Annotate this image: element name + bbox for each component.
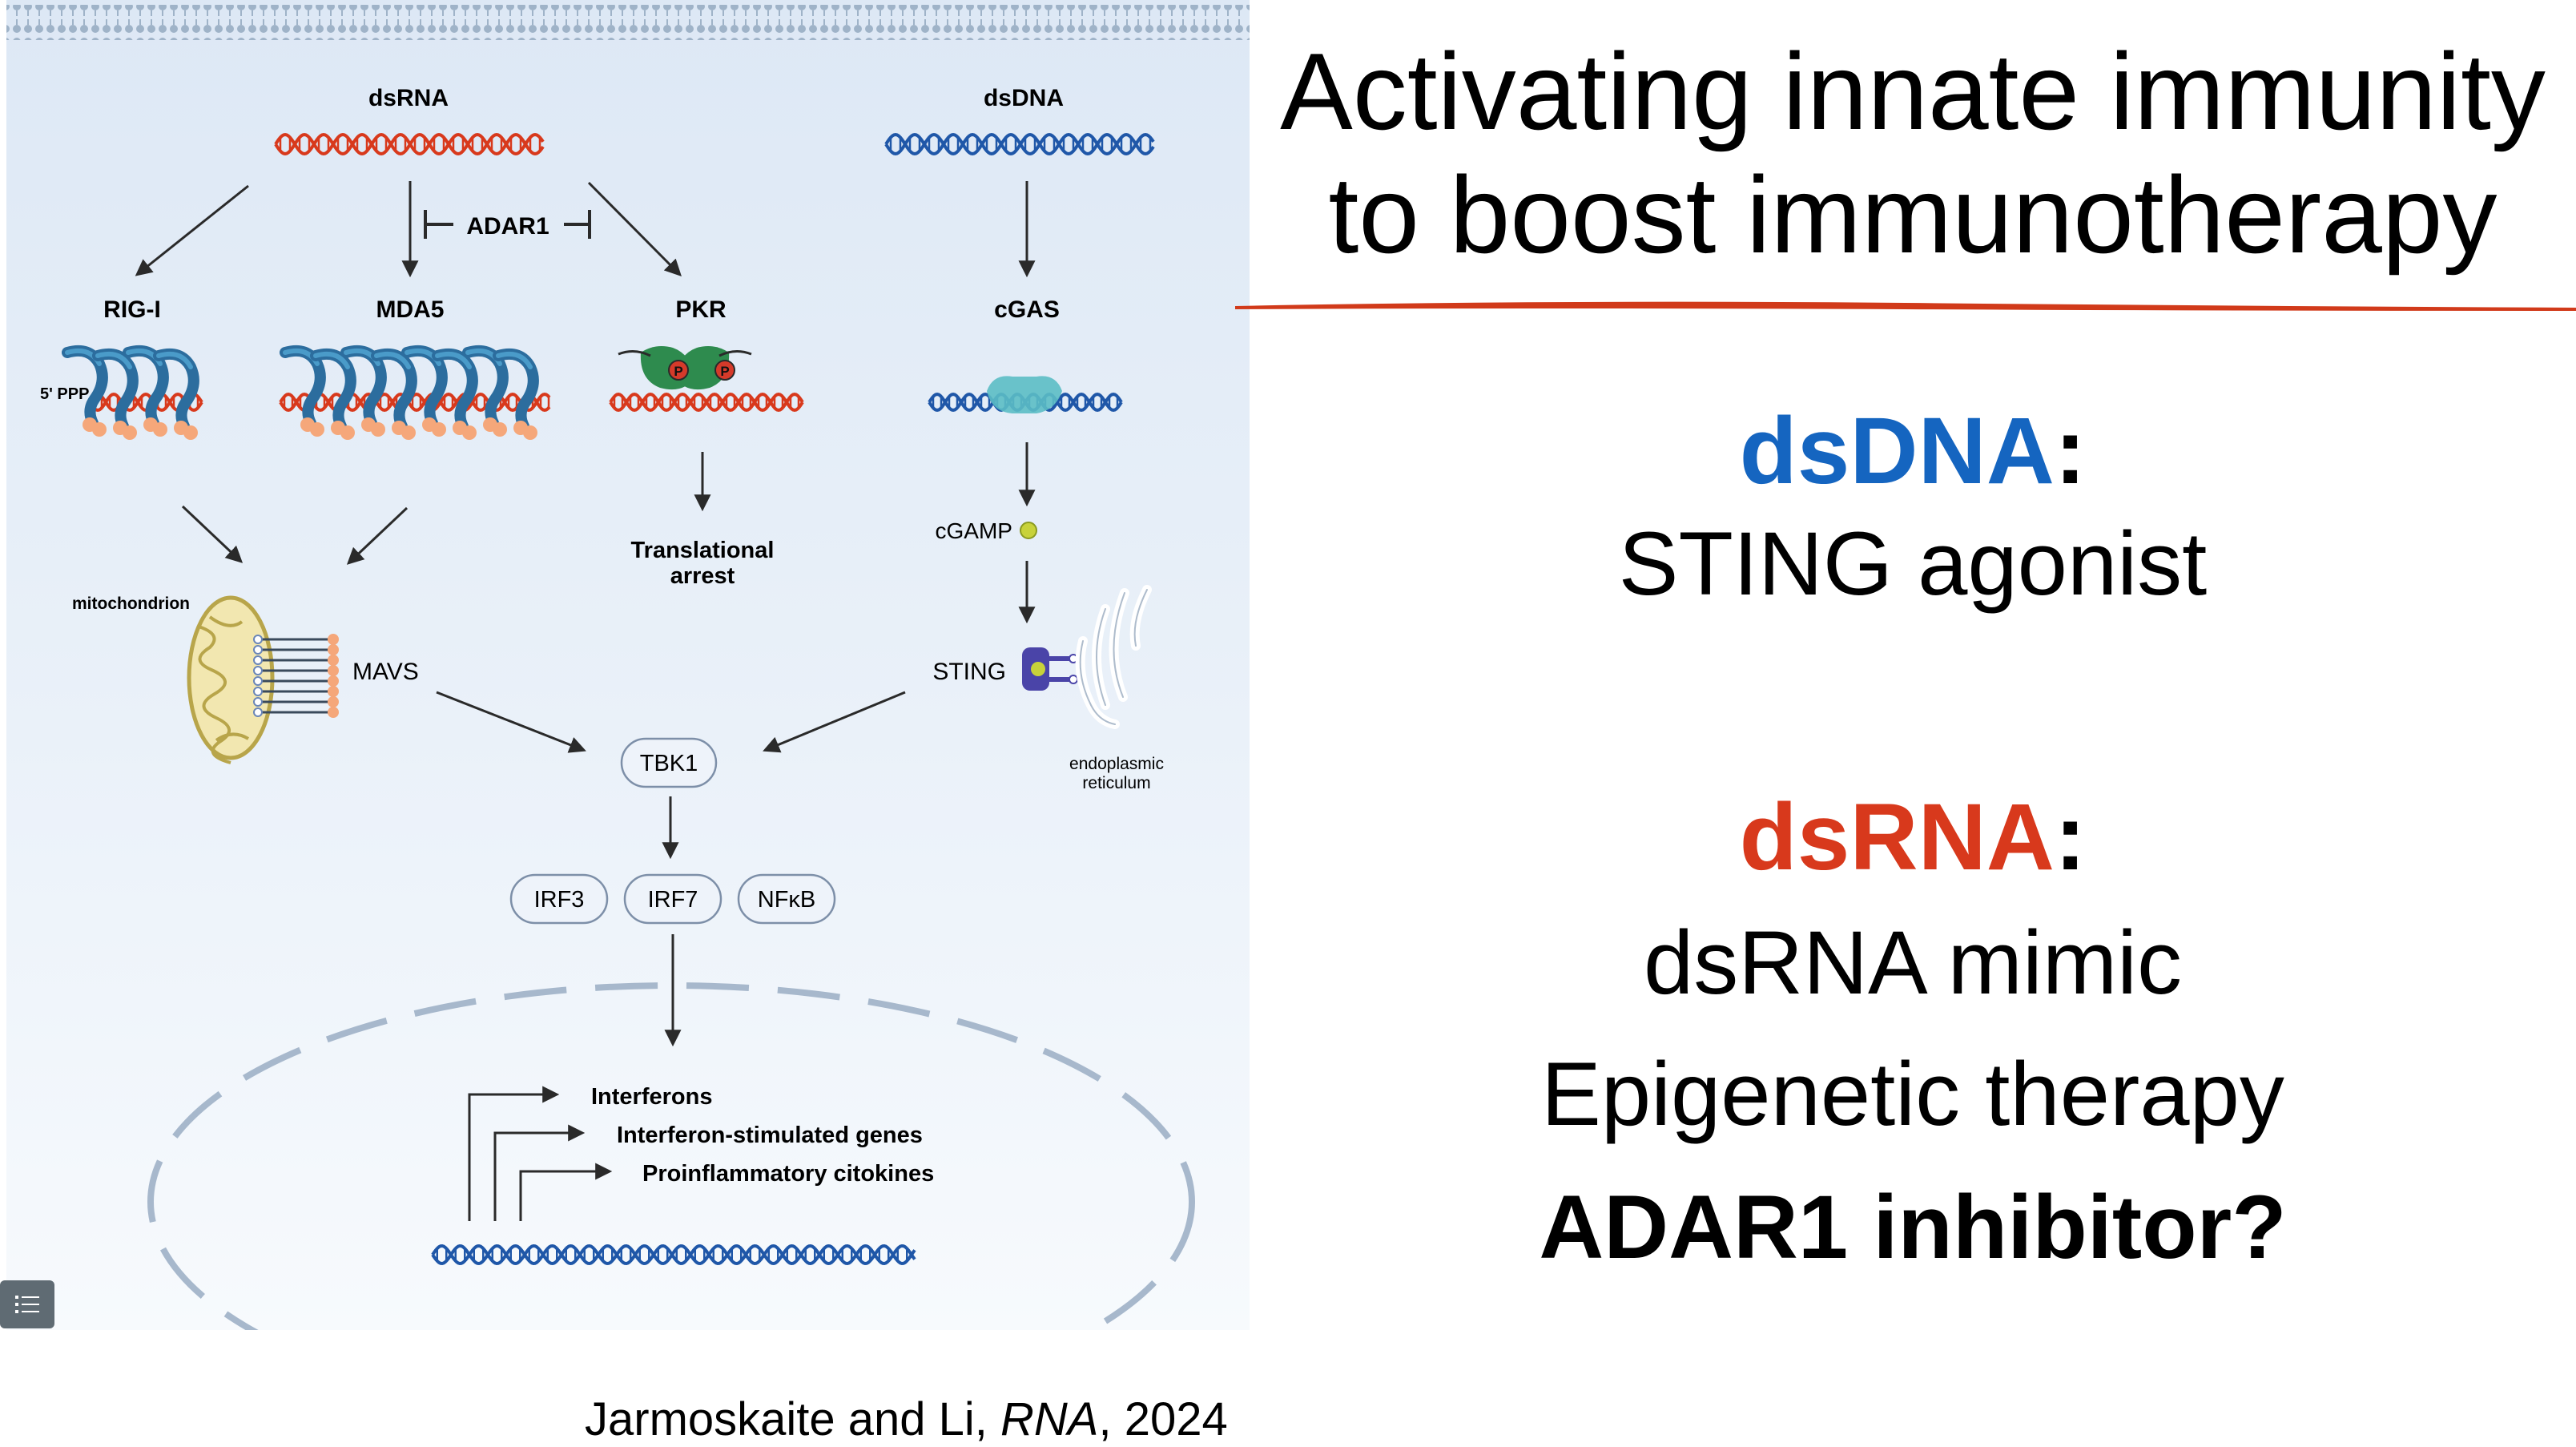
transcription-arrows: [468, 1086, 613, 1221]
phospho-label-1: P: [674, 364, 682, 379]
endoplasmic-reticulum-outline: [1079, 589, 1148, 725]
dsrna-heading-row: dsRNA:: [1250, 790, 2576, 885]
dsdna-heading-row: dsDNA:: [1250, 404, 2576, 498]
irf3-label: IRF3: [534, 887, 585, 913]
rigi-protein-icon: [62, 345, 199, 440]
rigi-unit: [62, 345, 108, 437]
title-underline: [1235, 301, 2576, 311]
mda5-unit: [432, 348, 478, 440]
adar1-label: ADAR1: [466, 213, 549, 240]
mda5-unit: [462, 345, 509, 437]
citation: Jarmoskaite and Li, RNA, 2024: [585, 1393, 1228, 1446]
dsrna-item-adar1: ADAR1 inhibitor?: [1539, 1177, 2287, 1277]
mda5-unit: [493, 348, 539, 440]
mda5-unit: [371, 348, 417, 440]
tbk1-node: [620, 737, 718, 788]
mda5-protein-icon: [280, 345, 539, 440]
adar1-inhibition: ADAR1: [424, 210, 591, 240]
mda5-unit: [401, 345, 448, 437]
gene-isgs: Interferon-stimulated genes: [617, 1123, 923, 1148]
arrow-dsrna-pkr: [587, 181, 682, 276]
gene-cytokines: Proinflammatory citokines: [642, 1161, 934, 1187]
mda5-label: MDA5: [376, 296, 444, 323]
pathway-diagram: dsRNA dsDNA ADAR1 RIG-I MDA5 PKR cGAS 5'…: [6, 0, 1250, 1330]
nucleus-envelope: [147, 982, 1195, 1330]
ppp-label: 5' PPP: [40, 385, 89, 403]
dsrna-heading: dsRNA: [1739, 784, 2055, 890]
irf7-node: [623, 873, 722, 925]
rigi-label: RIG-I: [103, 296, 161, 323]
mavs-label: MAVS: [352, 659, 419, 685]
cgamp-label: cGAMP: [936, 518, 1012, 543]
mda5-unit: [310, 348, 356, 440]
slide-title-line2: to boost immunotherapy: [1328, 154, 2498, 276]
sting-label: STING: [932, 659, 1006, 685]
pkr-rna-helix: [609, 392, 804, 413]
cgamp-molecule-icon: [1020, 522, 1037, 539]
dsdna-colon: :: [2055, 398, 2087, 504]
helices-group: [88, 132, 1155, 1266]
pkr-dimer-icon: P P: [618, 346, 752, 390]
citation-journal: RNA: [1000, 1393, 1099, 1445]
cgas-label: cGAS: [994, 296, 1060, 323]
cgas-protein-icon: [987, 376, 1062, 413]
dsdna-label: dsDNA: [984, 85, 1064, 111]
dsrna-item-mimic: dsRNA mimic: [1643, 913, 2183, 1013]
arrow-dsrna-rigi: [135, 184, 249, 276]
genomic-dna-helix: [431, 1243, 916, 1266]
pathway-figure: dsRNA dsDNA ADAR1 RIG-I MDA5 PKR cGAS 5'…: [0, 0, 1266, 1330]
mitochondrion-icon: [187, 595, 275, 764]
dsrna-item-epigenetic: Epigenetic therapy: [1541, 1044, 2284, 1144]
dsdna-heading: dsDNA: [1739, 398, 2055, 504]
rigi-unit: [92, 348, 139, 440]
irf3-node: [509, 873, 609, 925]
arrow-sting-tbk1: [763, 691, 906, 753]
er-label-line2: reticulum: [1082, 774, 1150, 792]
dsdna-helix-top: [884, 132, 1155, 156]
gene-interferons: Interferons: [591, 1084, 712, 1110]
arrow-mda5-mavs: [346, 506, 409, 565]
translational-label-line2: arrest: [670, 563, 735, 589]
menu-button[interactable]: [0, 1280, 54, 1328]
tbk1-label: TBK1: [640, 751, 698, 776]
nfkb-node: [737, 873, 836, 925]
dsdna-item-sting: STING agonist: [1618, 514, 2208, 614]
rigi-unit: [153, 348, 199, 440]
cell-membrane: [6, 5, 1250, 40]
dsrna-colon: :: [2055, 784, 2087, 890]
dsrna-helix-top: [274, 132, 545, 156]
pkr-label: PKR: [675, 296, 727, 323]
er-label-line1: endoplasmic: [1069, 755, 1164, 773]
arrow-mavs-tbk1: [436, 691, 586, 753]
translational-label-line1: Translational: [631, 538, 775, 563]
mavs-icon: [253, 634, 339, 718]
nfkb-label: NFκB: [758, 887, 816, 913]
citation-year: , 2024: [1098, 1393, 1228, 1445]
irf7-label: IRF7: [648, 887, 698, 913]
slide-title-line1: Activating innate immunity: [1280, 30, 2546, 152]
phospho-label-2: P: [720, 364, 729, 379]
mitochondrion-label: mitochondrion: [72, 595, 190, 613]
arrow-rigi-mavs: [181, 505, 244, 563]
citation-authors: Jarmoskaite and Li,: [585, 1393, 1001, 1445]
dsrna-label: dsRNA: [368, 85, 449, 111]
list-icon: [15, 1296, 39, 1313]
